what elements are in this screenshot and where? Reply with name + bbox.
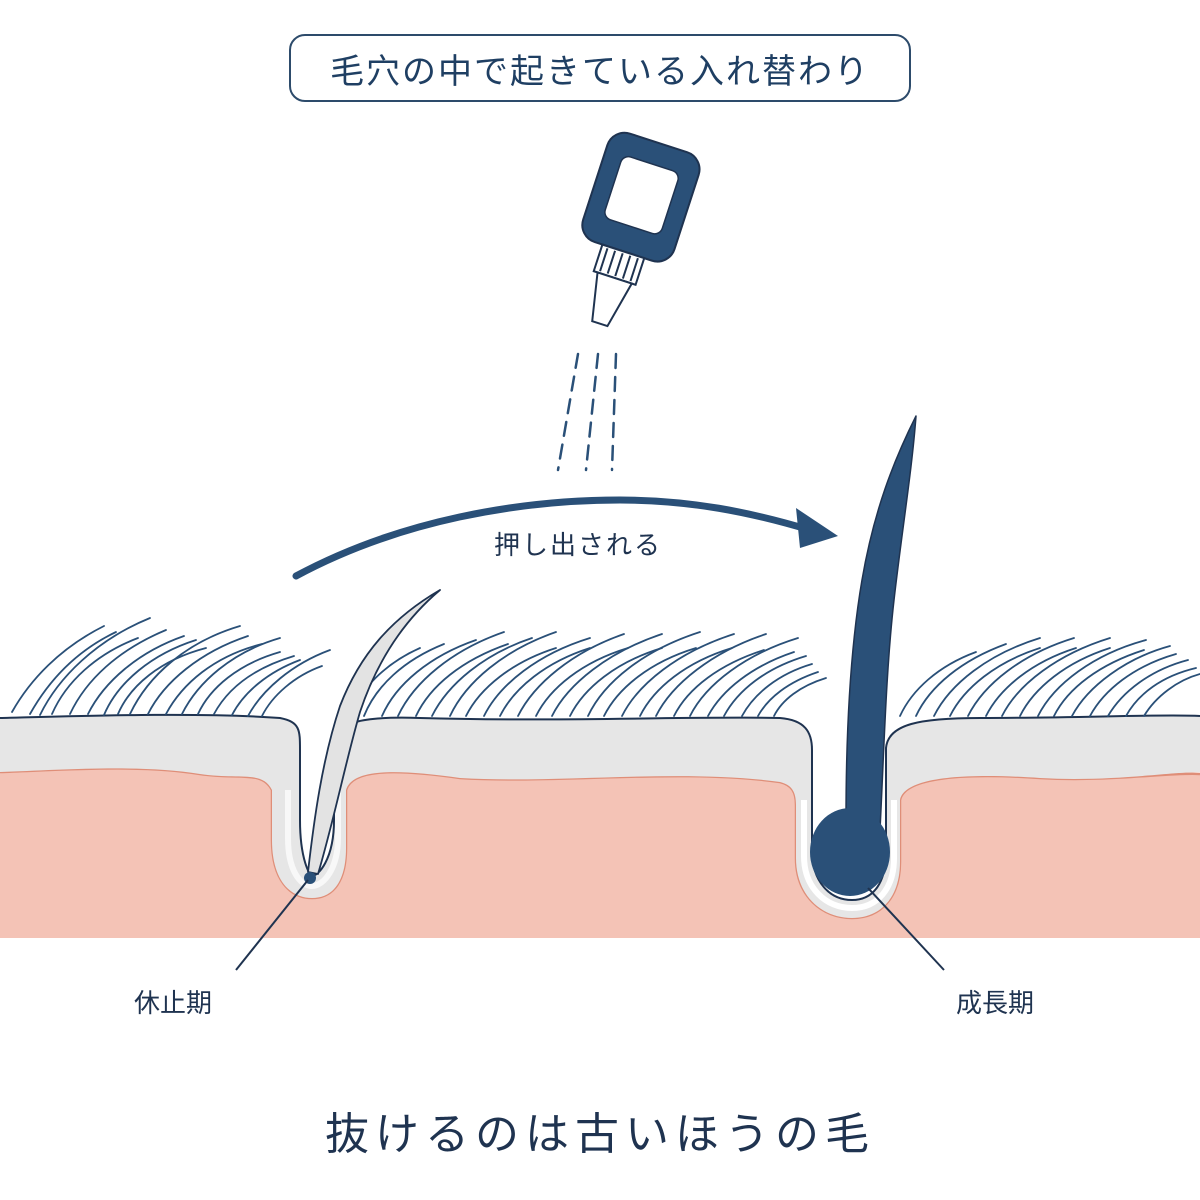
growth-hair-bulb	[810, 808, 890, 896]
skin-surface-outline	[0, 713, 1200, 902]
dropper-bottle-icon	[581, 131, 701, 328]
resting-hair	[307, 589, 441, 875]
growth-hair	[845, 415, 917, 831]
spray-lines	[556, 352, 618, 472]
resting-follicle-lining	[285, 790, 341, 890]
surface-hairs-right	[899, 637, 1200, 717]
resting-phase-label: 休止期	[134, 989, 213, 1019]
surface-hairs-left	[11, 617, 331, 717]
push-out-arrowhead	[796, 508, 838, 548]
title-box: 毛穴の中で起きている入れ替わり	[289, 34, 911, 102]
caption: 抜けるのは古いほうの毛	[325, 1109, 875, 1160]
growth-phase-label: 成長期	[956, 989, 1035, 1019]
dermis-layer	[0, 768, 1200, 938]
growth-follicle-lining	[801, 800, 897, 912]
growth-leader-line	[867, 887, 945, 971]
arrow-label: 押し出される	[494, 531, 663, 561]
surface-hairs-middle	[349, 631, 827, 717]
push-out-arrow-shaft	[292, 496, 814, 580]
diagram-title: 毛穴の中で起きている入れ替わり	[330, 51, 870, 92]
resting-leader-line	[235, 879, 309, 971]
dermis-top-edge	[0, 767, 1200, 920]
